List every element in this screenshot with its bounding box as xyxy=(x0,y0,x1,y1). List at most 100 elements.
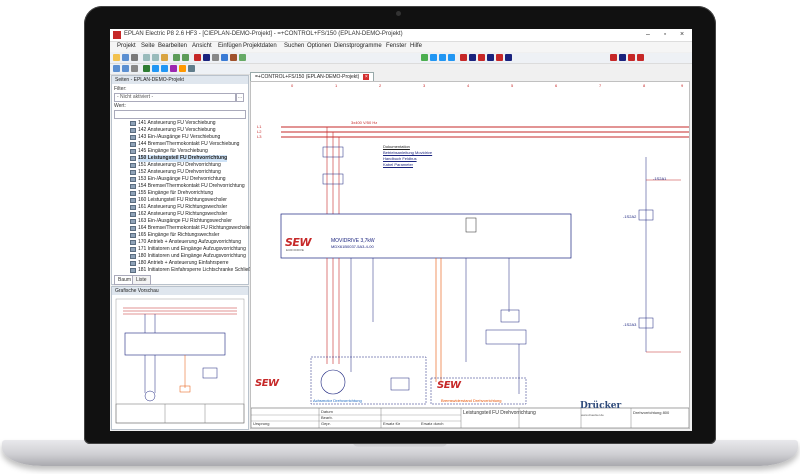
menu-ansicht[interactable]: Ansicht xyxy=(192,43,212,49)
cut-icon[interactable] xyxy=(143,54,150,61)
tree-item[interactable]: 155 Eingänge für Drehvorrichtung xyxy=(130,190,213,197)
zoom-out-icon[interactable] xyxy=(439,54,446,61)
undo-icon[interactable] xyxy=(173,54,180,61)
cable-icon[interactable] xyxy=(230,54,237,61)
value-input[interactable] xyxy=(114,110,246,119)
sew-logo-motor: SEW xyxy=(255,378,279,389)
tree-item-label: 181 Initiatoren Einfahrsperre Lichtschra… xyxy=(138,267,258,273)
minimize-button[interactable]: – xyxy=(646,31,650,38)
insert-contact-icon[interactable] xyxy=(478,54,485,61)
tree-item[interactable]: 180 Initiatoren und Eingänge Aufzugsvorr… xyxy=(130,253,246,260)
doc-link[interactable]: Kabel Parameter xyxy=(383,162,414,167)
filter-select[interactable]: - Nicht aktiviert - xyxy=(114,93,236,102)
tree-item[interactable]: 163 Ein-/Ausgänge FU Richtungswechsler xyxy=(130,218,232,225)
layer-icon[interactable] xyxy=(143,65,150,72)
zoom-in-icon[interactable] xyxy=(430,54,437,61)
menu-hilfe[interactable]: Hilfe xyxy=(410,43,423,49)
page-open-icon[interactable] xyxy=(122,65,129,72)
insert-corner-icon[interactable] xyxy=(496,54,503,61)
check-icon[interactable] xyxy=(188,65,195,72)
tree-item-label: 160 Leistungsteil FU Richtungswechsler xyxy=(138,197,227,203)
motor-label: Achsmotor Drehvorrichtung xyxy=(313,398,362,403)
grid-icon[interactable] xyxy=(152,65,159,72)
maximize-button[interactable]: ▫ xyxy=(663,31,667,38)
insert-symbol-icon[interactable] xyxy=(460,54,467,61)
tree-item[interactable]: 165 Eingänge für Richtungswechsler xyxy=(130,232,219,239)
tab-liste[interactable]: Liste xyxy=(132,275,151,285)
page-icon xyxy=(130,254,136,259)
tree-item[interactable]: 171 Initiatoren und Eingänge Aufzugsvorr… xyxy=(130,246,246,253)
page-new-icon[interactable] xyxy=(113,65,120,72)
tree-item[interactable]: 152 Ansteuerung FU Drehvorrichtung xyxy=(130,169,221,176)
open-icon[interactable] xyxy=(113,54,120,61)
doc-link[interactable]: Betriebsanleitung Movidrive xyxy=(383,150,433,155)
tree-item[interactable]: 143 Ein-/Ausgänge FU Verschiebung xyxy=(130,134,221,141)
tree-item[interactable]: 160 Leistungsteil FU Richtungswechsler xyxy=(130,197,227,204)
value-label: Wert: xyxy=(114,103,126,109)
tree-item[interactable]: 142 Ansteuerung FU Verschiebung xyxy=(130,127,216,134)
tree-item[interactable]: 141 Ansteuerung FU Verschiebung xyxy=(130,120,216,127)
menu-einfuegen[interactable]: Einfügen xyxy=(218,43,242,49)
tree-item[interactable]: 181 Initiatoren Einfahrsperre Lichtschra… xyxy=(130,267,258,274)
snap-icon[interactable] xyxy=(161,65,168,72)
tree-item[interactable]: 153 Ein-/Ausgänge FU Drehvorrichtung xyxy=(130,176,226,183)
document-tab[interactable]: =+CONTROL+FS/150 (EPLAN-DEMO-Projekt)× xyxy=(250,72,375,82)
tree-item-label: 171 Initiatoren und Eingänge Aufzugsvorr… xyxy=(138,246,246,252)
close-tab-icon[interactable]: × xyxy=(363,74,370,80)
tree-item[interactable]: 180 Antrieb + Ansteuerung Einfahrsperre xyxy=(130,260,228,267)
print-icon[interactable] xyxy=(131,54,138,61)
tree-item[interactable]: 145 Eingänge für Verschiebung xyxy=(130,148,208,155)
tree-item[interactable]: 170 Antrieb + Ansteuerung Aufzugsvorrich… xyxy=(130,239,241,246)
paste-icon[interactable] xyxy=(161,54,168,61)
tree-item[interactable]: 144 Bremse/Thermokontakt FU Verschiebung xyxy=(130,141,239,148)
menu-suchen[interactable]: Suchen xyxy=(284,43,305,49)
connection-icon[interactable] xyxy=(203,54,210,61)
report-icon[interactable] xyxy=(179,65,186,72)
column-number: 3 xyxy=(423,83,426,88)
tree-item-label: 164 Bremse/Thermokontakt FU Richtungswec… xyxy=(138,225,252,231)
menu-optionen[interactable]: Optionen xyxy=(307,43,332,49)
menu-fenster[interactable]: Fenster xyxy=(386,43,407,49)
page-icon xyxy=(130,170,136,175)
page-props-icon[interactable] xyxy=(131,65,138,72)
potential-icon[interactable] xyxy=(239,54,246,61)
tree-item-selected[interactable]: 150 Leistungsteil FU Drehvorrichtung xyxy=(130,155,228,162)
save-icon[interactable] xyxy=(122,54,129,61)
interrupt-point-icon[interactable] xyxy=(610,54,617,61)
zoom-window-icon[interactable] xyxy=(448,54,455,61)
refresh-icon[interactable] xyxy=(421,54,428,61)
menu-bearbeiten[interactable]: Bearbeiten xyxy=(158,43,188,49)
menu-projektdaten[interactable]: Projektdaten xyxy=(243,43,277,49)
redo-icon[interactable] xyxy=(182,54,189,61)
tree-item[interactable]: 154 Bremse/Thermokontakt FU Drehvorricht… xyxy=(130,183,245,190)
insert-line-icon[interactable] xyxy=(469,54,476,61)
tree-item-label: 143 Ein-/Ausgänge FU Verschiebung xyxy=(138,134,221,140)
filter-more-button[interactable]: … xyxy=(236,93,244,102)
tree-item[interactable]: 164 Bremse/Thermokontakt FU Richtungswec… xyxy=(130,225,252,232)
terminal-icon[interactable] xyxy=(212,54,219,61)
doc-link[interactable]: Dokumentation xyxy=(383,144,410,149)
tree-item-label: 150 Leistungsteil FU Drehvorrichtung xyxy=(138,155,228,161)
tree-item[interactable]: 151 Ansteuerung FU Drehvorrichtung xyxy=(130,162,221,169)
schematic-canvas[interactable]: 0 1 2 3 4 5 6 7 8 9 xyxy=(250,81,690,429)
tree-item[interactable]: 162 Ansteuerung FU Richtungswechsler xyxy=(130,211,227,218)
page-icon xyxy=(130,135,136,140)
insert-tee-icon[interactable] xyxy=(505,54,512,61)
jump-icon[interactable] xyxy=(637,54,644,61)
insert-coil-icon[interactable] xyxy=(487,54,494,61)
menu-seite[interactable]: Seite xyxy=(141,43,155,49)
angle-icon[interactable] xyxy=(628,54,635,61)
doc-link[interactable]: Handbuch Feldbus xyxy=(383,156,417,161)
page-navigator: Seiten - EPLAN-DEMO-Projekt Filter: - Ni… xyxy=(111,75,258,285)
menu-projekt[interactable]: Projekt xyxy=(117,43,136,49)
tree-item[interactable]: 161 Ansteuerung FU Richtungswechsler xyxy=(130,204,227,211)
menu-dienstprogramme[interactable]: Dienstprogramme xyxy=(334,43,382,49)
wire-icon[interactable] xyxy=(619,54,626,61)
preview-title: Grafische Vorschau xyxy=(112,287,248,295)
plc-icon[interactable] xyxy=(221,54,228,61)
copy-icon[interactable] xyxy=(152,54,159,61)
symbol-icon[interactable] xyxy=(194,54,201,61)
document-tab-label: =+CONTROL+FS/150 (EPLAN-DEMO-Projekt) xyxy=(255,74,360,80)
close-button[interactable]: × xyxy=(679,31,685,38)
macro-icon[interactable] xyxy=(170,65,177,72)
